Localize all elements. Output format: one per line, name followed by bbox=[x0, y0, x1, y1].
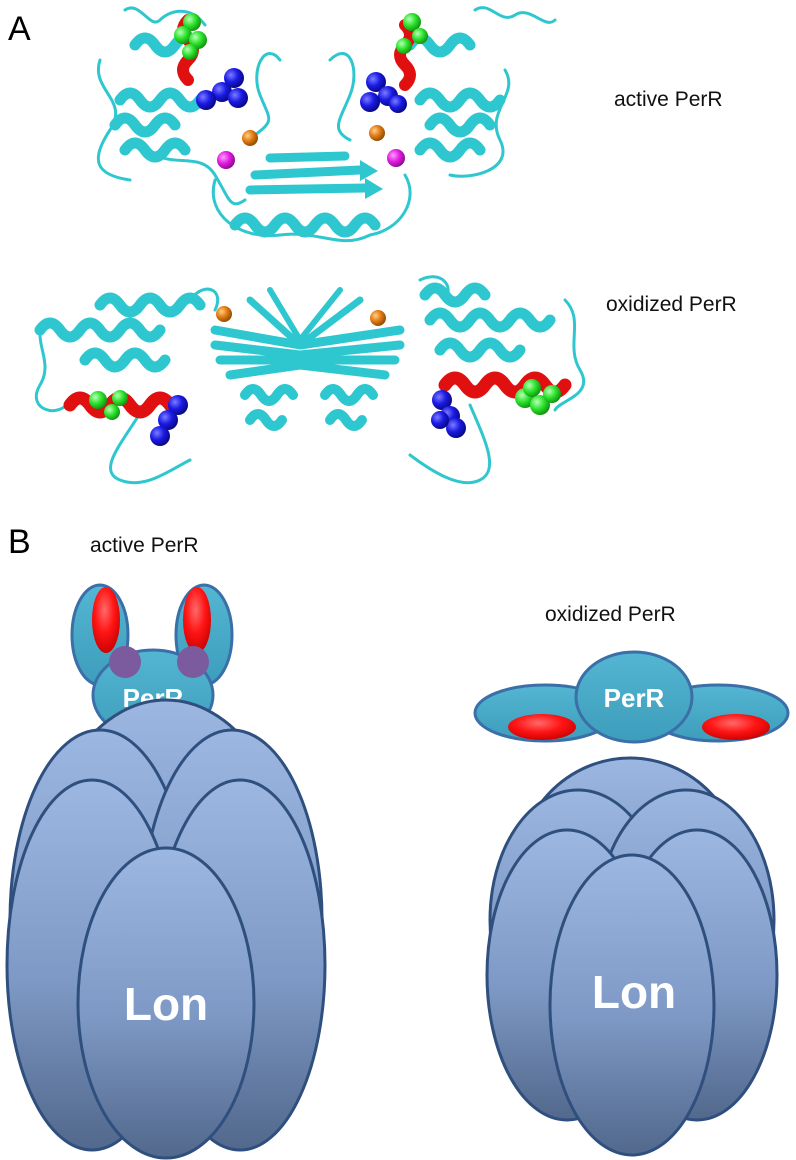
active-perr-purple-dot-right bbox=[177, 646, 209, 678]
active-perr-red-oval-left bbox=[92, 587, 120, 653]
oxidized-perr-orange-spheres bbox=[216, 306, 386, 326]
active-perr-magenta-spheres bbox=[217, 149, 405, 169]
active-perr-red-oval-right bbox=[183, 587, 211, 653]
oxidized-perr-schematic-caption: oxidized PerR bbox=[545, 603, 676, 626]
active-lon-label: Lon bbox=[124, 978, 208, 1030]
active-perr-structure bbox=[96, 6, 557, 243]
active-perr-structure-caption: active PerR bbox=[614, 88, 723, 111]
oxidized-perr-red-oval-right bbox=[702, 714, 770, 740]
panel-b-label: B bbox=[8, 523, 31, 561]
oxidized-perr-red-helices bbox=[63, 371, 572, 419]
oxidized-perr-structure-caption: oxidized PerR bbox=[606, 293, 737, 316]
active-perr-blue-spheres bbox=[196, 68, 407, 113]
active-lon-protease bbox=[5, 698, 327, 1160]
oxidized-perr-blue-spheres bbox=[150, 390, 466, 446]
oxidized-lon-label: Lon bbox=[592, 966, 676, 1018]
active-perr-strand-arrows bbox=[360, 160, 383, 199]
oxidized-perr-schematic bbox=[473, 650, 790, 744]
active-perr-green-spheres bbox=[174, 13, 428, 60]
oxidized-perr-label: PerR bbox=[604, 683, 665, 713]
oxidized-lon-protease bbox=[485, 756, 779, 1157]
oxidized-perr-red-oval-left bbox=[508, 714, 576, 740]
oxidized-perr-green-spheres bbox=[89, 379, 561, 420]
active-perr-purple-dot-left bbox=[109, 646, 141, 678]
active-perr-schematic-caption: active PerR bbox=[90, 534, 199, 557]
oxidized-perr-structure bbox=[34, 275, 585, 485]
active-perr-orange-spheres bbox=[242, 125, 385, 146]
panel-a-label: A bbox=[8, 10, 31, 48]
